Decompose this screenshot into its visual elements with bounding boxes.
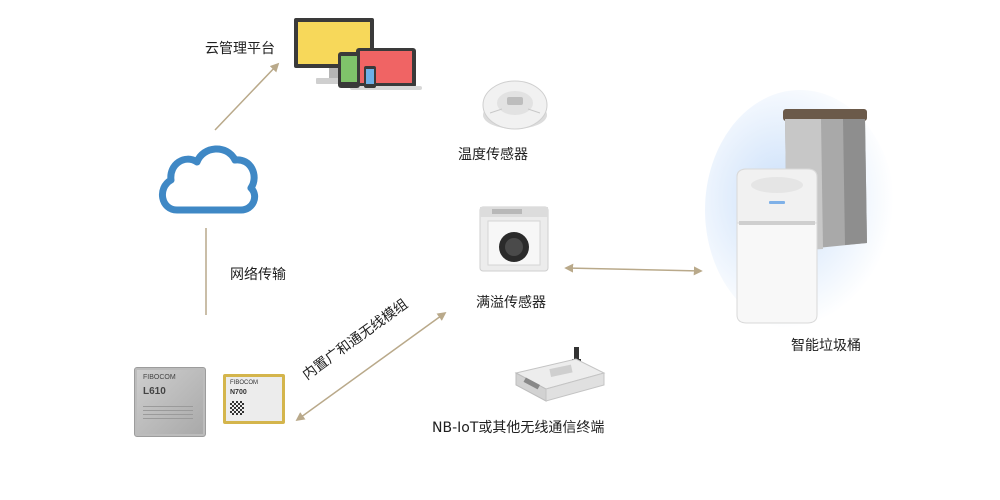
smart-trash-bin-icon: [736, 109, 867, 324]
cloud-to-platform-arrow: [214, 62, 280, 131]
sensor-to-bin-arrow: [564, 263, 703, 276]
cloud-platform-devices-icon: [294, 18, 422, 90]
chip-brand-l610: FIBOCOM: [143, 374, 176, 381]
chip-model-l610: L610: [143, 386, 166, 397]
chip-fine-print: [143, 406, 193, 420]
communication-terminal-icon: [514, 347, 606, 402]
module-to-sensor-arrow: [295, 311, 447, 422]
chip-brand-n700: FIBOCOM: [230, 380, 258, 386]
communication-terminal-label: NB-IoT或其他无线通信终端: [432, 420, 605, 436]
temperature-sensor-icon: [482, 80, 548, 130]
cloud-icon: [159, 145, 259, 214]
chip-qr-code: [230, 401, 244, 415]
cloud-platform-label: 云管理平台: [205, 41, 275, 57]
module-chip-n700: FIBOCOM N700: [223, 374, 285, 424]
overflow-sensor-label: 满溢传感器: [476, 295, 546, 311]
network-transfer-label: 网络传输: [230, 267, 286, 283]
temperature-sensor-label: 温度传感器: [458, 147, 528, 163]
overflow-sensor-icon: [479, 206, 549, 272]
smart-trash-bin-label: 智能垃圾桶: [791, 338, 861, 354]
module-chip-l610: FIBOCOM L610: [134, 367, 206, 437]
chip-model-n700: N700: [230, 389, 247, 396]
